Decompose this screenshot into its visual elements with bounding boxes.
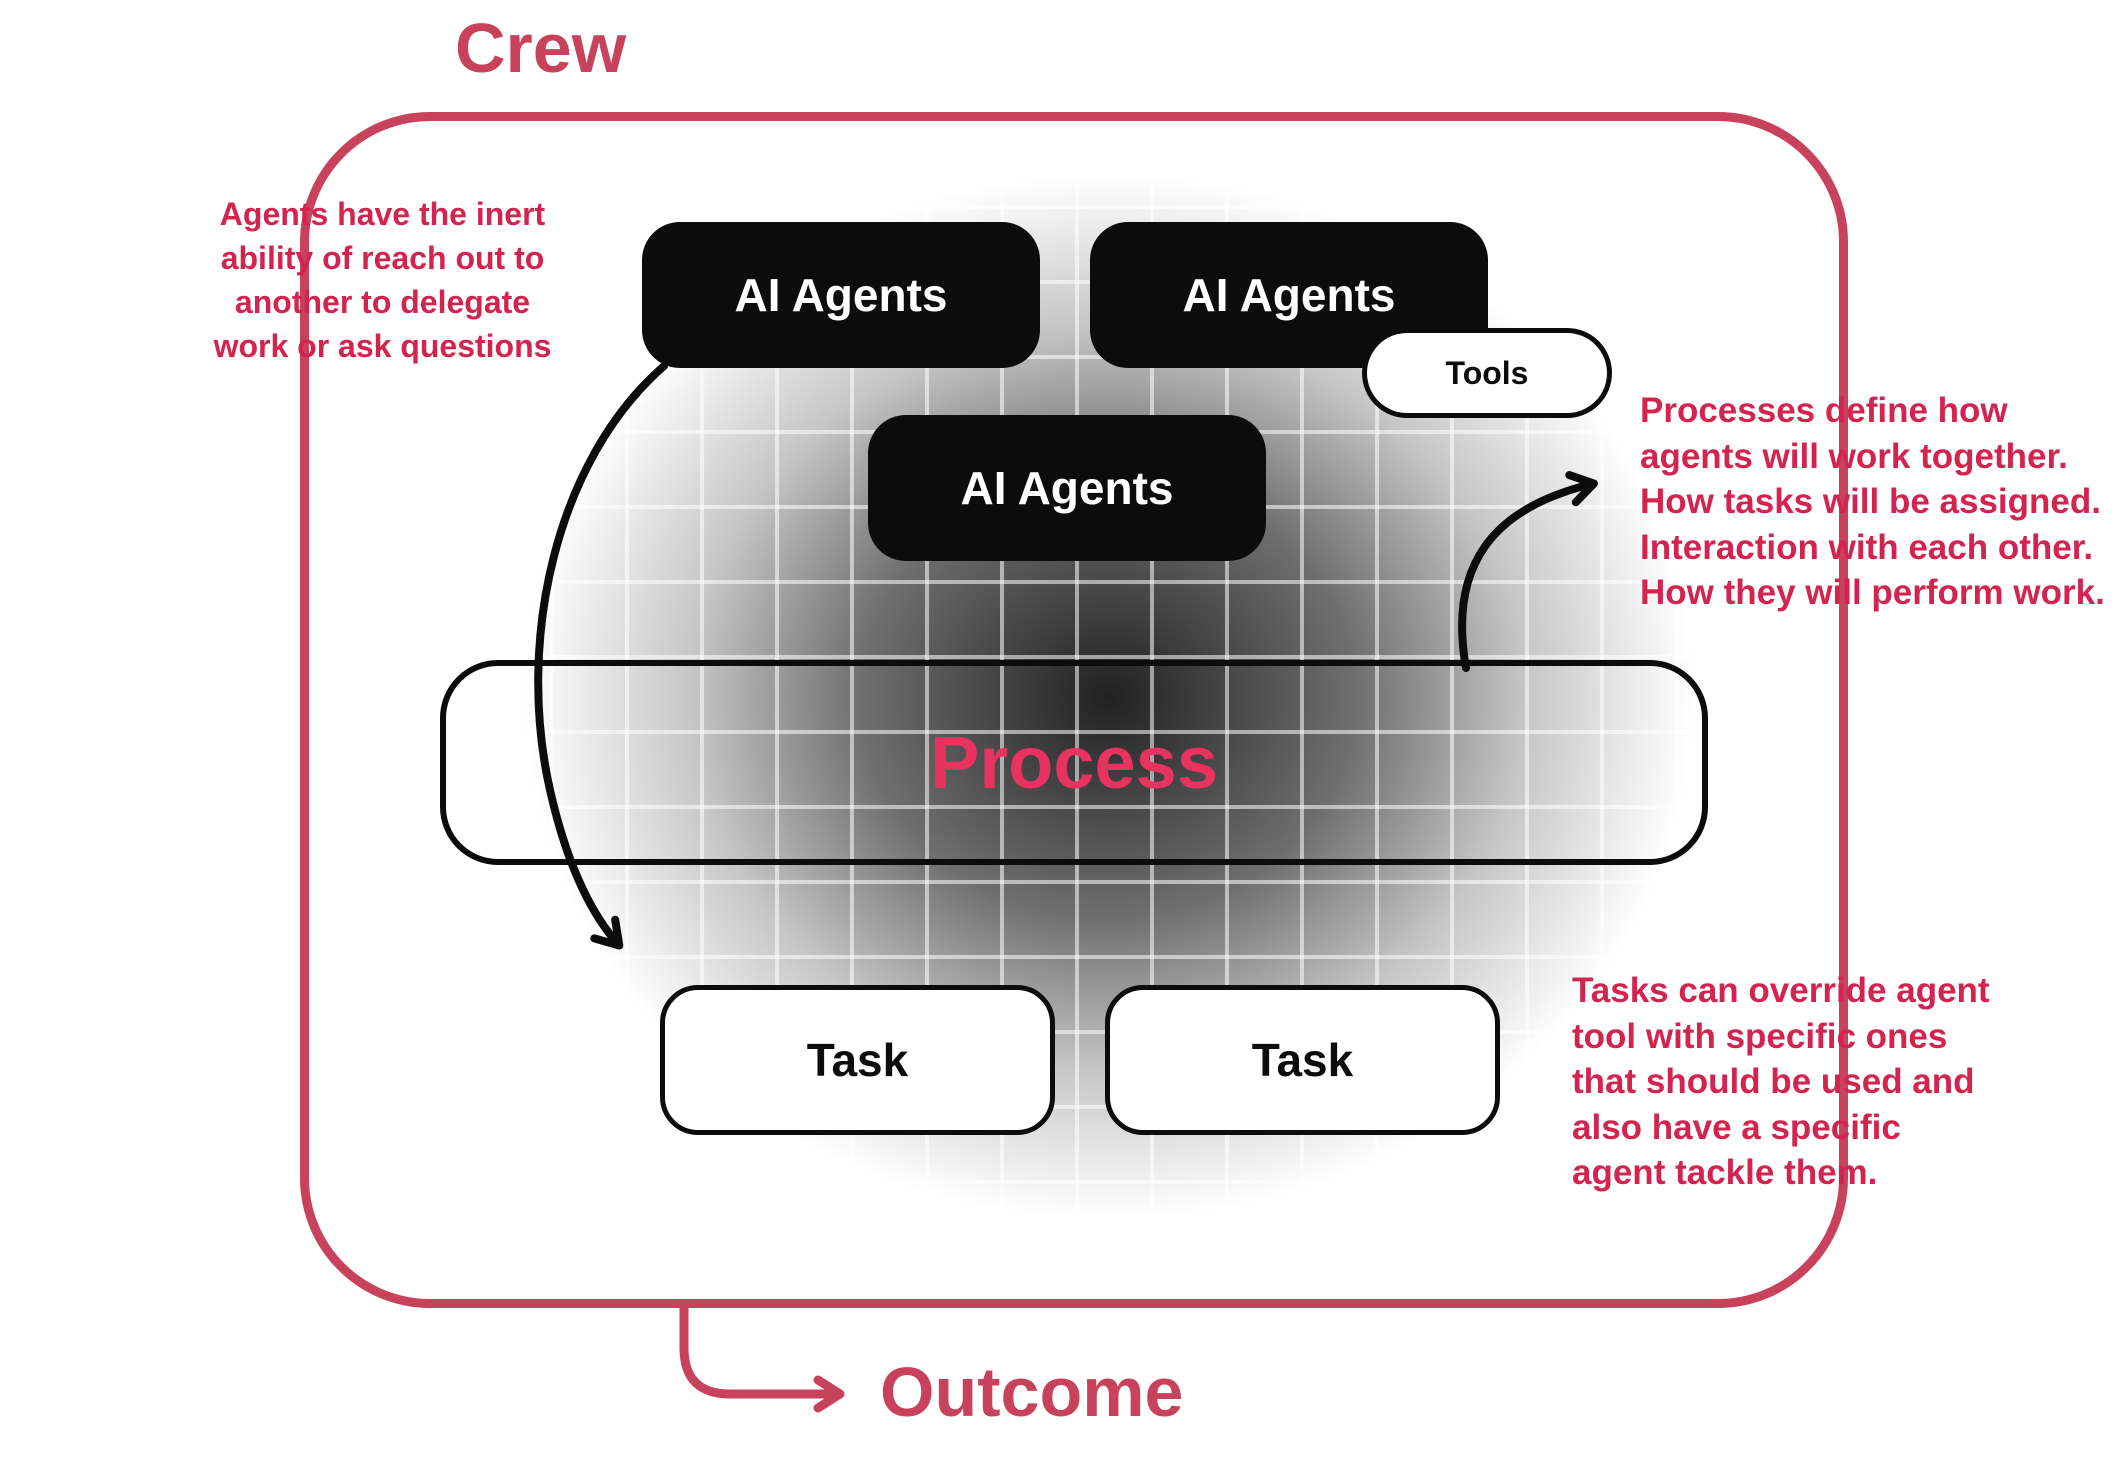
process-box: Process [440,660,1708,865]
ai-agents-box-3: AI Agents [868,415,1266,561]
task-label-1: Task [806,1034,909,1086]
crew-boundary [300,112,1848,1308]
ai-agents-label-2: AI Agents [1182,269,1396,321]
ai-agents-label-3: AI Agents [960,462,1174,514]
task-box-1: Task [660,985,1055,1135]
tools-box: Tools [1362,328,1612,418]
process-label: Process [930,721,1218,804]
annotation-tasks-override: Tasks can override agent tool with speci… [1572,971,1990,1192]
task-box-2: Task [1105,985,1500,1135]
task-label-2: Task [1251,1034,1354,1086]
annotation-agents-delegation: Agents have the inert ability of reach o… [213,196,552,365]
annotation-process-definition: Processes define how agents will work to… [1640,391,2105,612]
outcome-title: Outcome [880,1353,1184,1431]
ai-agents-label-1: AI Agents [734,269,948,321]
tools-label: Tools [1445,354,1529,391]
ai-agents-box-1: AI Agents [642,222,1040,368]
crew-title: Crew [455,9,627,87]
